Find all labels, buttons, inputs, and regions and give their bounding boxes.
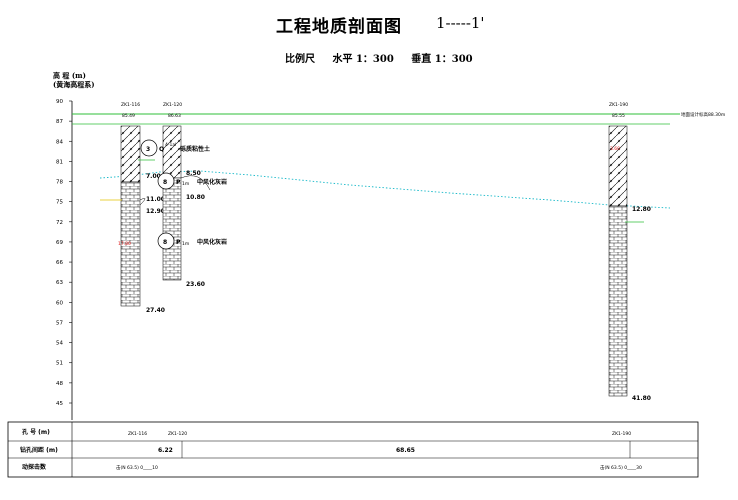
borehole-zk1-120-bottom: 23.60	[186, 281, 205, 288]
borehole-zk1-116-clay	[120, 125, 141, 183]
stratum-circle-3	[140, 139, 158, 157]
stratum-sub-8a: P	[176, 179, 181, 186]
stratum-callout-3: 3 Q 4-1al 砾质粘性土	[140, 139, 210, 157]
elevation-tick-label: 84	[56, 139, 63, 145]
scale-label: 比例尺	[285, 54, 315, 65]
hole-id-1: ZK1-116	[128, 431, 147, 437]
stratum-code-3: 3	[146, 146, 150, 153]
borehole-zk1-116-elev: 85.49	[122, 113, 135, 119]
borehole-zk1-190-id: ZK1-190	[609, 102, 628, 108]
info-table-frame	[7, 421, 699, 478]
borehole-zk1-116-bottom: 27.40	[146, 307, 165, 314]
stratum-callout-8b: 8 P 1m 中风化灰岩	[157, 232, 227, 250]
spacing-2: 68.65	[396, 447, 415, 454]
hole-id-3: ZK1-190	[612, 431, 631, 437]
hole-id-2: ZK1-120	[168, 431, 187, 437]
stratum-name-8a: 中风化灰岩	[197, 178, 227, 186]
elevation-tick-label: 81	[56, 159, 63, 165]
section-name: 1-----1'	[436, 14, 485, 32]
title-block: 工程地质剖面图 1-----1' 比例尺 水平 1：300 垂直 1：300	[0, 0, 738, 70]
water-table-line	[99, 170, 671, 209]
elevation-tick-label: 72	[56, 220, 63, 226]
borehole-zk1-116-level-1: 7.00	[146, 173, 161, 180]
stratum-note-8a: 1m	[182, 181, 189, 187]
stratum-circle-8b	[157, 232, 175, 250]
row-label-blows: 动探击数	[22, 463, 47, 471]
elevation-tick-label: 45	[56, 401, 63, 407]
elevation-tick-label: 75	[56, 200, 63, 206]
row-label-spacing: 钻孔间距 (m)	[20, 446, 58, 454]
borehole-zk1-190-level-1: 12.80	[632, 206, 651, 213]
row-label-hole: 孔 号 (m)	[22, 428, 50, 436]
elevation-tick-label: 63	[56, 280, 63, 286]
ground-label: 地面设计标高88.30m	[681, 111, 725, 118]
borehole-zk1-116-level-3: 12.90	[146, 208, 165, 215]
scale-vertical: 垂直 1：300	[411, 54, 473, 65]
stratum-name-8b: 中风化灰岩	[197, 238, 227, 246]
stratum-boundary-curve-2	[139, 198, 146, 206]
elevation-tick-label: 51	[56, 361, 63, 367]
stratum-note-3: 4-1al	[165, 142, 176, 148]
borehole-zk1-116: ZK1-116 85.49 7.00 11.00 12.90 27.40 17.…	[100, 102, 165, 314]
stratum-circle-8a	[157, 172, 175, 190]
stratum-boundary-curve-1	[180, 175, 211, 191]
borehole-zk1-116-level-2: 11.00	[146, 196, 165, 203]
borehole-zk1-120-rock	[162, 177, 182, 281]
main-title: 工程地质剖面图	[276, 17, 402, 37]
elevation-axis-title-line1: 高 程 (m)	[53, 71, 86, 80]
borehole-zk1-190: ZK1-190 85.55 12.80 41.80 3.60	[608, 102, 651, 402]
elevation-tick-label: 60	[56, 300, 63, 306]
info-table: 孔 号 (m) 钻孔间距 (m) 动探击数 ZK1-116 ZK1-120 ZK…	[7, 421, 699, 478]
elevation-tick-label: 54	[56, 341, 63, 347]
blows-2: 击(N 63.5) 0____30	[600, 464, 642, 471]
stratum-name-3: 砾质粘性土	[180, 145, 210, 153]
borehole-zk1-116-gw: 17.80	[118, 241, 131, 247]
elevation-tick-label: 78	[56, 180, 63, 186]
scale-line: 比例尺 水平 1：300 垂直 1：300	[285, 50, 487, 65]
elevation-tick-label: 48	[56, 381, 63, 387]
borehole-zk1-190-rock	[608, 205, 628, 397]
elevation-tick-label: 69	[56, 240, 63, 246]
borehole-zk1-120-level-1: 8.50	[186, 170, 201, 177]
elevation-axis: 90 87 84 81 78 75 72 69 66 63 60 57 54 51 48 45	[56, 99, 73, 420]
elevation-tick-label: 66	[56, 260, 63, 266]
borehole-zk1-190-elev: 85.55	[612, 113, 625, 119]
blows-1: 击(N 63.5) 0____10	[116, 464, 158, 471]
borehole-zk1-190-bottom: 41.80	[632, 395, 651, 402]
stratum-callout-8a: 8 P 1m 中风化灰岩	[157, 172, 227, 190]
elevation-tick-label: 87	[56, 119, 63, 125]
borehole-zk1-120-level-2: 10.80	[186, 194, 205, 201]
stratum-note-8b: 1m	[182, 241, 189, 247]
borehole-zk1-120-id: ZK1-120	[163, 102, 182, 108]
borehole-zk1-116-id: ZK1-116	[121, 102, 140, 108]
borehole-zk1-120-elev: 86.63	[168, 113, 181, 119]
elevation-ticks: 90 87 84 81 78 75 72 69 66 63 60 57 54 51 48 45	[56, 99, 72, 407]
stratum-sub-8b: P	[176, 239, 181, 246]
elevation-tick-label: 57	[56, 320, 63, 326]
borehole-zk1-120-clay	[162, 125, 182, 179]
stratum-code-8b: 8	[163, 239, 167, 246]
stratum-sub-3: Q	[159, 146, 164, 153]
scale-horizontal: 水平 1：300	[332, 54, 394, 65]
spacing-1: 6.22	[158, 447, 173, 454]
borehole-zk1-190-clay	[608, 125, 628, 207]
borehole-zk1-120: ZK1-120 86.63 8.50 10.80 23.60	[162, 102, 205, 288]
elevation-tick-label: 90	[56, 99, 63, 105]
stratum-code-8a: 8	[163, 179, 167, 186]
elevation-axis-title: 高 程 (m) (黄海高程系)	[53, 71, 95, 89]
elevation-axis-title-line2: (黄海高程系)	[53, 80, 95, 89]
borehole-zk1-116-rock	[120, 181, 141, 307]
borehole-zk1-190-gw: 3.60	[610, 146, 620, 152]
